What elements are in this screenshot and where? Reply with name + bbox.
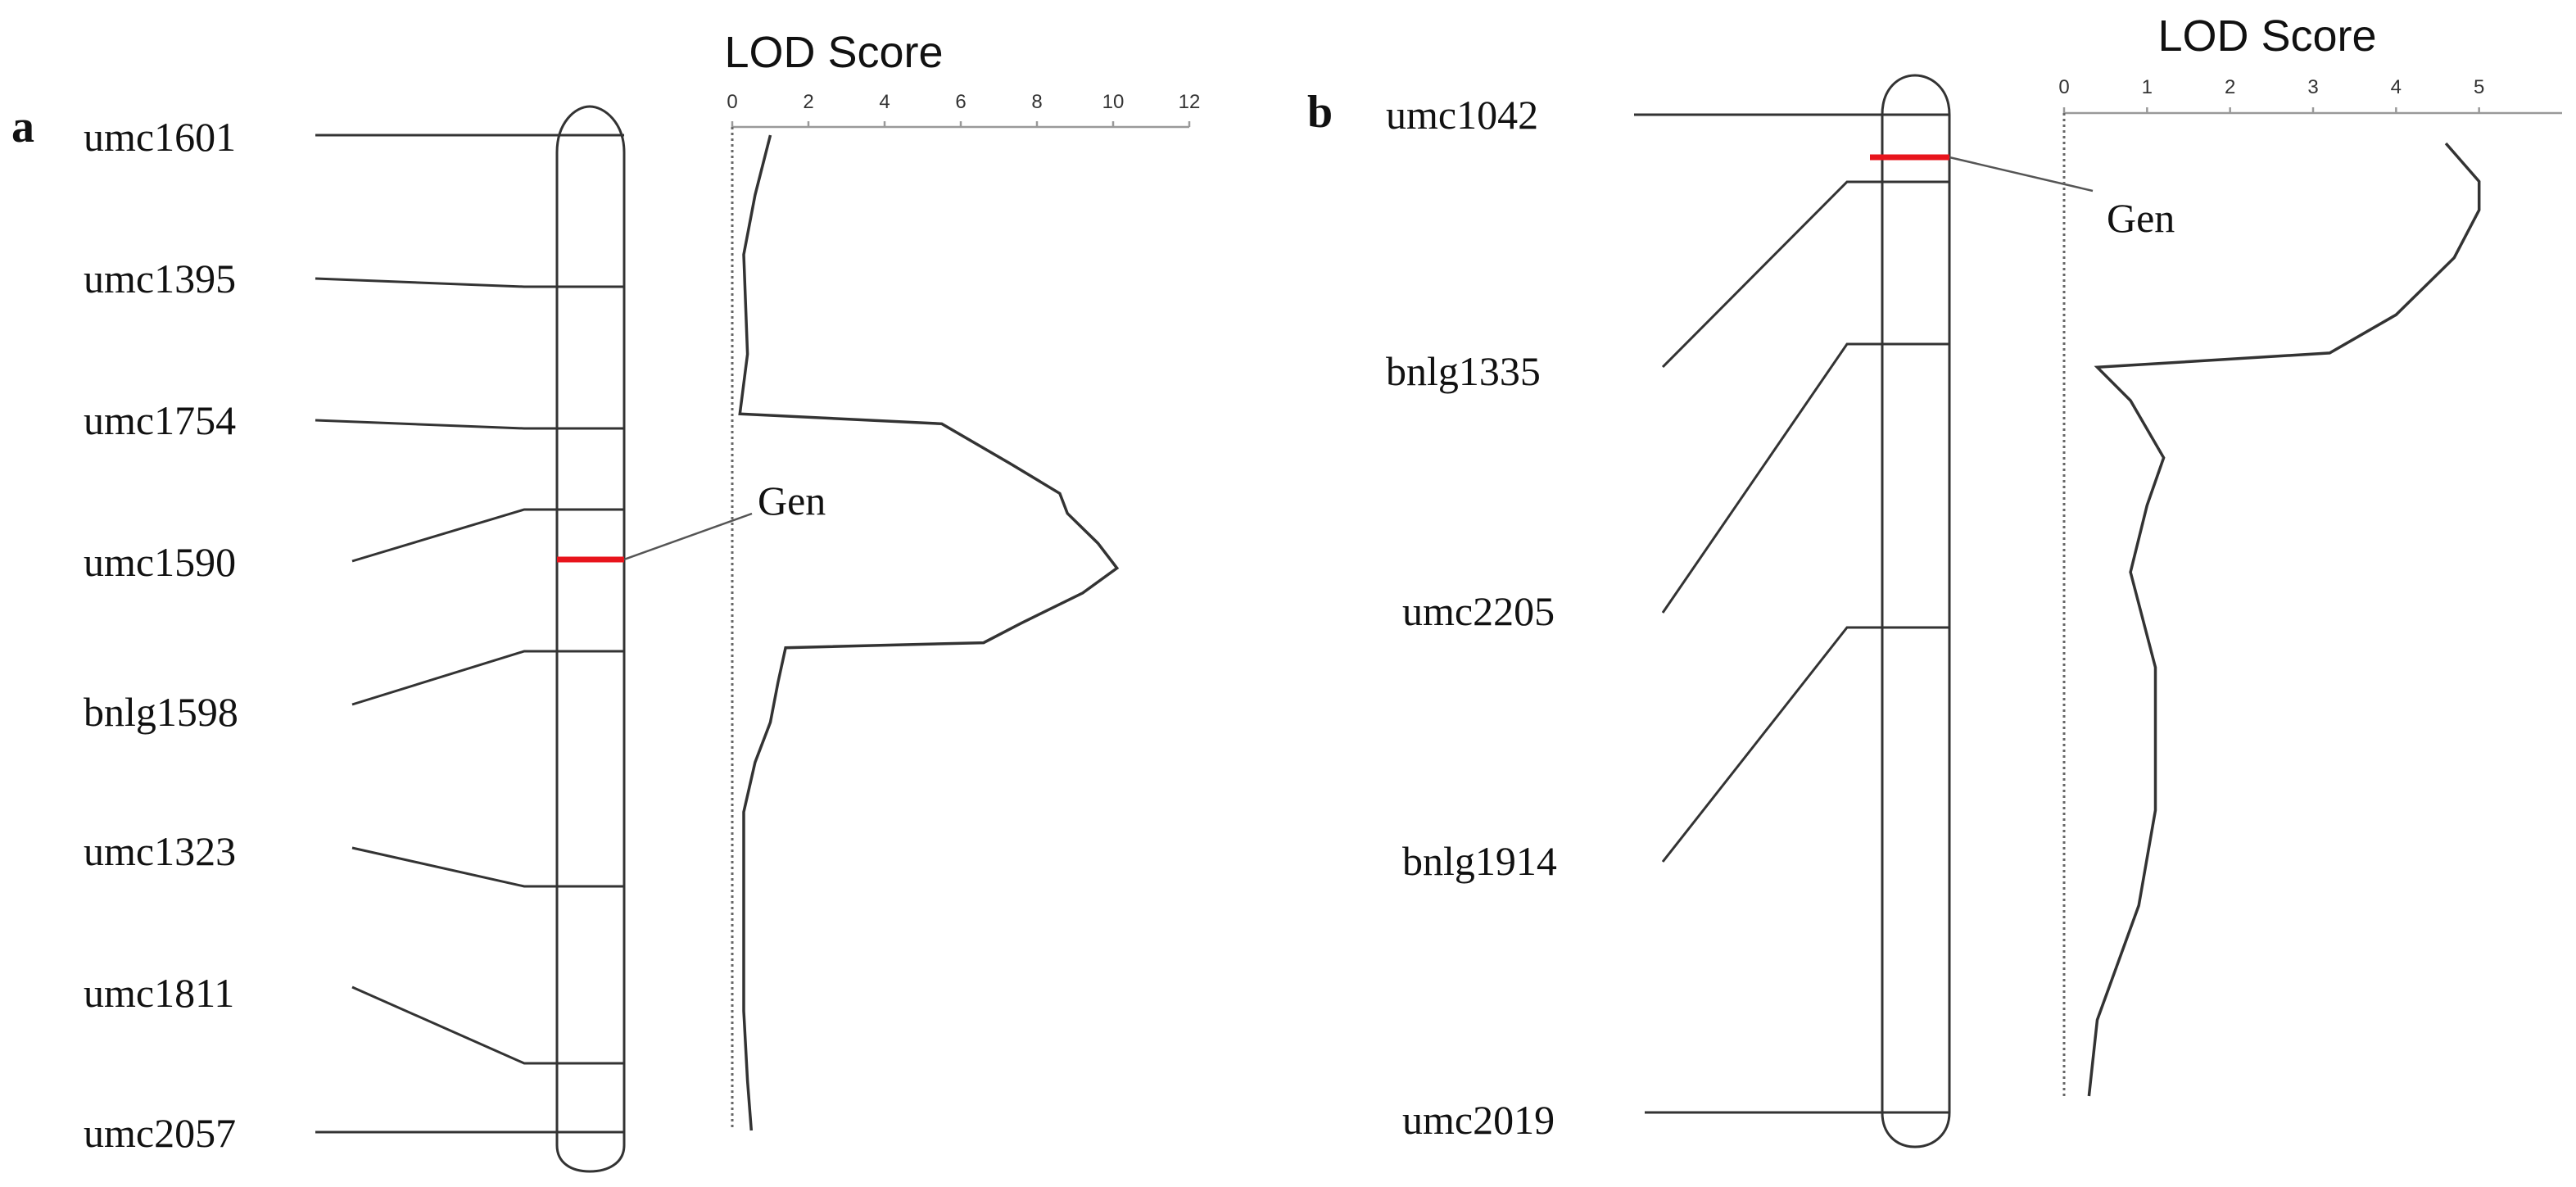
lod-tick-label: 4 (2391, 76, 2402, 98)
lod-tick-label: 6 (955, 91, 966, 113)
marker-connector (1661, 342, 1949, 614)
panel-a-label: a (11, 102, 34, 152)
lod-tick-label: 3 (2307, 76, 2318, 98)
lod-tick-label: 12 (1179, 91, 1201, 113)
lod-curve-a (738, 134, 1120, 1131)
lod-axis-a: 0 2 4 6 8 10 12 (727, 91, 1201, 129)
gene-label-a: Gen (758, 478, 826, 523)
lod-tick-label: 0 (2058, 76, 2069, 98)
marker-connector (1661, 180, 1949, 369)
lod-tick-label: 10 (1102, 91, 1125, 113)
marker-label-umc1811: umc1811 (84, 970, 234, 1016)
panel-a-axis-title: LOD Score (724, 28, 943, 77)
marker-label-bnlg1335: bnlg1335 (1386, 348, 1541, 394)
marker-label-umc2205: umc2205 (1402, 588, 1555, 634)
marker-label-bnlg1598: bnlg1598 (84, 689, 238, 735)
marker-connector (315, 419, 624, 430)
panel-b: b LOD Score umc1042 bnlg1335 umc2205 bnl… (1307, 11, 2562, 1148)
panel-b-label: b (1307, 87, 1333, 138)
marker-label-umc1323: umc1323 (84, 828, 236, 874)
marker-connector (315, 277, 624, 288)
chromosome-b (1881, 74, 1951, 1148)
lod-tick-label: 2 (2225, 76, 2235, 98)
lod-tick-label: 8 (1031, 91, 1042, 113)
chromosome-a (555, 105, 626, 1173)
panel-a: a LOD Score umc1601 umc1395 umc1754 umc1… (11, 28, 1201, 1173)
lod-tick-label: 2 (803, 91, 813, 113)
gene-connector-a (623, 512, 753, 561)
marker-label-umc1395: umc1395 (84, 256, 236, 301)
marker-connector (351, 508, 624, 563)
gene-connector-b (1949, 156, 2094, 193)
lod-tick-label: 1 (2142, 76, 2153, 98)
marker-label-umc1042: umc1042 (1386, 92, 1538, 138)
lod-axis-b: 0 1 2 3 4 5 (2058, 76, 2562, 115)
marker-label-umc1754: umc1754 (84, 397, 236, 443)
marker-connector (351, 650, 624, 706)
lod-tick-label: 5 (2474, 76, 2484, 98)
marker-label-umc1590: umc1590 (84, 539, 236, 585)
panel-b-axis-title: LOD Score (2157, 11, 2376, 61)
gene-label-b: Gen (2107, 195, 2175, 241)
marker-connector (351, 846, 624, 888)
marker-connector (351, 985, 624, 1065)
marker-label-umc1601: umc1601 (84, 114, 236, 160)
lod-curve-b (2087, 142, 2481, 1097)
lod-tick-label: 0 (727, 91, 737, 113)
marker-label-umc2019: umc2019 (1402, 1097, 1555, 1143)
marker-label-umc2057: umc2057 (84, 1110, 236, 1156)
lod-tick-label: 4 (879, 91, 890, 113)
marker-label-bnlg1914: bnlg1914 (1402, 838, 1557, 884)
marker-connector (1661, 626, 1949, 863)
